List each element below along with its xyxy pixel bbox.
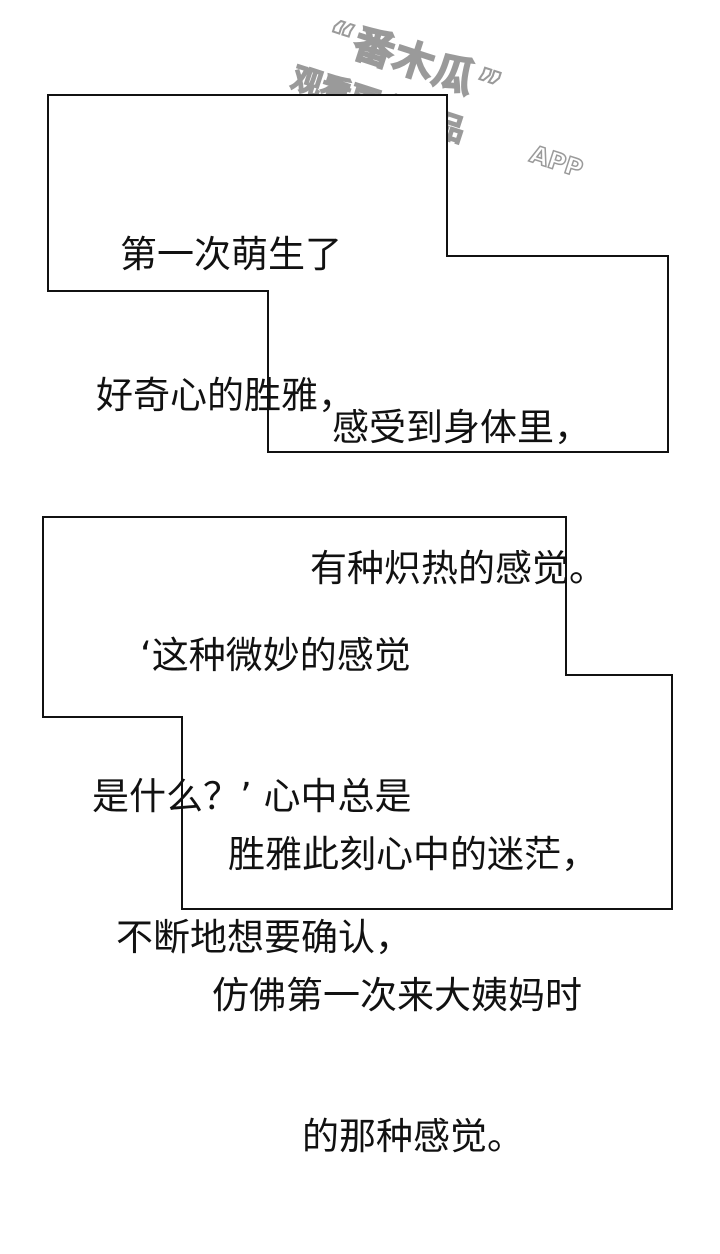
caption-line: 是什么？’ 心中总是 [92,775,412,818]
caption-text-4: 胜雅此刻心中的迷茫， 仿佛第一次来大姨妈时 的那种感觉。 [212,737,598,1254]
caption-line: 第一次萌生了 [120,233,342,276]
caption-line: 仿佛第一次来大姨妈时 [212,974,582,1017]
caption-box-2 [42,516,673,910]
caption-line: 胜雅此刻心中的迷茫， [228,833,598,876]
caption-text-3: ‘这种微妙的感觉 是什么？’ 心中总是 不断地想要确认， [92,538,412,1055]
caption-line: 有种炽热的感觉。 [310,547,606,590]
caption-line: 的那种感觉。 [302,1115,524,1158]
caption-line: 感受到身体里， [332,406,591,449]
caption-box-1 [47,94,669,453]
caption-line: ‘这种微妙的感觉 [140,634,411,677]
caption-box-outlines [42,94,673,910]
caption-text-1: 第一次萌生了 好奇心的胜雅， [96,137,355,513]
caption-text-2: 感受到身体里， 有种炽热的感觉。 [310,310,606,686]
caption-line: 不断地想要确认， [116,916,412,959]
caption-line: 好奇心的胜雅， [96,374,355,417]
comic-panel: “番木瓜” 观看更多作品 APP 第一次萌生了 好奇心的胜雅， 感受到身体里， … [42,10,673,1158]
